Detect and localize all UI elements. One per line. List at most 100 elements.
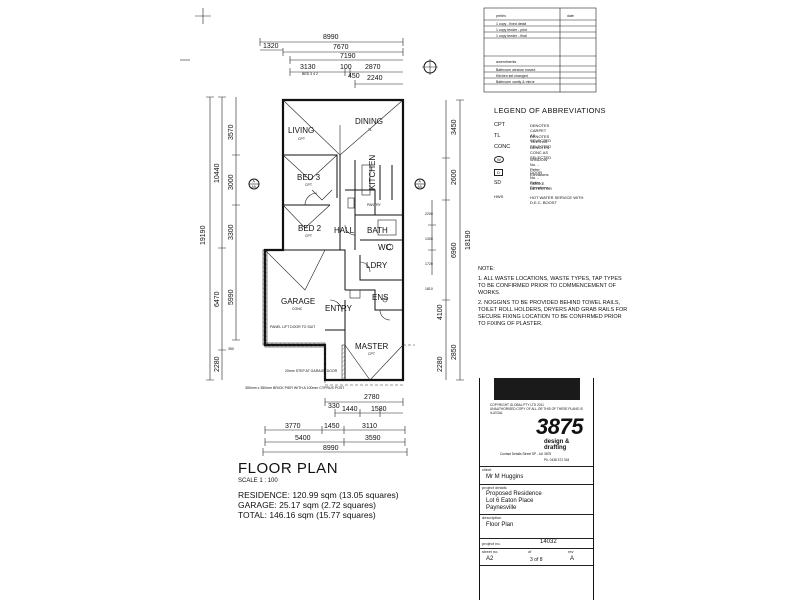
section-marker-right [414, 178, 426, 190]
dim-right-1300: 1300 [425, 237, 433, 241]
amendments-header: amendments [496, 60, 516, 64]
room-wc-label: WC [378, 243, 392, 252]
legend-value: HOT WATER SERVICE WITH D.E.C. BOOST [530, 195, 584, 205]
dim-top-3130: 3130 [300, 64, 316, 71]
copyright-notice: COPYRIGHT GLOBAL PTY LTD 2011 UNAUTHORIS… [490, 403, 593, 415]
dim-top-2240: 2240 [367, 75, 383, 82]
kitchen-fittings [347, 164, 397, 303]
project-line-3: Paynesville [486, 505, 517, 511]
firm-logo-image [494, 378, 580, 400]
section-marker-left-letter: A [253, 180, 256, 184]
copyright-line-1: COPYRIGHT GLOBAL PTY LTD 2011 [490, 403, 544, 407]
room-bed3-floor: CPT [305, 183, 313, 187]
sheet-no-value: A2 [486, 556, 494, 562]
dim-right-2280: 2280 [437, 356, 444, 372]
dim-right-6960: 6960 [451, 242, 458, 258]
dim-right-overall: 18190 [465, 230, 472, 250]
door-symbol-icon: D [494, 169, 503, 176]
legend-value: DENOTES CONC AS SELECTED [530, 145, 552, 160]
left-dimensions [206, 96, 240, 381]
legend-value: DENOTES TILES AS SELECTED [530, 134, 552, 149]
dim-bottom-1580: 1580 [371, 406, 387, 413]
room-master-floor: CPT [368, 352, 376, 356]
section-marker-left-sheet: A5 [252, 185, 256, 189]
revision-row-2: 1 copy tender - print [496, 28, 527, 32]
of-label: of [528, 549, 532, 554]
area-total: TOTAL: 146.16 sqm (15.77 squares) [238, 510, 376, 520]
project-line-1: Proposed Residence [486, 491, 542, 497]
dim-left-6470: 6470 [214, 291, 221, 307]
dim-top-7190: 7190 [340, 53, 356, 60]
smoke-detector-icon: SD [494, 180, 501, 186]
dim-right-2600: 2600 [451, 169, 458, 185]
dim-bottom-2780: 2780 [364, 394, 380, 401]
revisions-header-date: date [567, 14, 574, 18]
section-marker-right-letter: A [419, 180, 422, 184]
dim-left-3300: 3300 [228, 224, 235, 240]
firm-address: Contact Details Street SP - AU 3875 [500, 452, 552, 456]
room-bed2-floor: CPT [305, 234, 313, 238]
firm-phone: Ph. 0438 372 318 [544, 458, 570, 462]
divider [480, 538, 593, 539]
notes-heading: NOTE: [478, 266, 495, 272]
room-living-floor: CPT [298, 137, 306, 141]
revisions-header-prefix: prelim. [496, 14, 507, 18]
amendment-row-3: Bathroom vanity & mirror [496, 80, 536, 84]
garage-hatched-walls [262, 249, 346, 381]
dim-left-5990: 5990 [228, 289, 235, 305]
amendment-row-1: Bathroom window moved [496, 68, 535, 72]
room-bed3-label: BED 3 [297, 173, 321, 182]
description-label: description [482, 515, 502, 520]
section-marker-right-sheet: A5 [418, 185, 422, 189]
dim-right-4100: 4100 [437, 304, 444, 320]
dim-top-2870: 2870 [365, 64, 381, 71]
dim-right-2200: 2200 [425, 212, 433, 216]
room-bed2-label: BED 2 [298, 224, 322, 233]
revision-row-1: 1 copy - fixed detail [496, 22, 526, 26]
porch-dashed-lines [324, 344, 415, 386]
room-garage-label: GARAGE [281, 297, 315, 306]
dim-bottom-3590: 3590 [365, 435, 381, 442]
room-kitchen-label: KITCHEN [368, 155, 377, 190]
note-1: 1. ALL WASTE LOCATIONS, WASTE TYPES, TAP… [478, 276, 622, 296]
amendment-row-2: Kitchen set changed [496, 74, 528, 78]
of-value: 3 of 8 [530, 557, 543, 563]
copyright-line-2: UNAUTHORISED COPY OF ALL OR THIS OF THES… [490, 407, 583, 415]
legend-value: DOOR No. - Refer Elevations [530, 170, 549, 190]
door-swings [304, 189, 391, 321]
window-symbol-icon: W [494, 156, 504, 163]
dim-left-3570: 3570 [228, 124, 235, 140]
brick-pier-note: 350mm x 350mm BRICK PIER WITH A 100mm CY… [245, 386, 345, 390]
room-entry-label: ENTRY [325, 304, 353, 313]
revision-row-3: 1 copy tender - final [496, 34, 527, 38]
rev-label: rev [568, 549, 574, 554]
legend-title: LEGEND OF ABBREVIATIONS [494, 106, 606, 115]
dim-top-7670: 7670 [333, 44, 349, 51]
divider [480, 514, 593, 515]
dim-bottom-3770: 3770 [285, 423, 301, 430]
bottom-dimensions [262, 398, 408, 456]
section-marker-left [248, 178, 260, 190]
hot-water-icon: HWS [494, 194, 504, 199]
dim-bottom-1440: 1440 [342, 406, 358, 413]
garage-step-note: 20mm STEP AT GARAGE DOOR [285, 369, 338, 373]
revisions-table [483, 7, 597, 93]
project-no-label: project no. [482, 541, 501, 546]
room-hall-label: HALL [334, 226, 355, 235]
dim-right-1720: 1720 [425, 262, 433, 266]
project-line-2: Lot 6 Eaton Place [486, 498, 534, 504]
dim-bottom-overall: 8990 [323, 445, 339, 452]
top-dimensions [259, 38, 404, 88]
bed-stamp-label: BED 3 4 2 [302, 72, 318, 76]
firm-name: design & drafting [544, 439, 570, 451]
roof-lines [264, 99, 404, 381]
drawing-scale: SCALE 1 : 100 [238, 478, 278, 484]
notes-panel: NOTE: 1. ALL WASTE LOCATIONS, WASTE TYPE… [478, 266, 628, 331]
project-details-label: project details [482, 485, 507, 490]
description-value: Floor Plan [486, 522, 514, 528]
dim-left-350: 350 [228, 347, 234, 351]
dim-top-450: 450 [348, 73, 360, 80]
drawing-title-block: FLOOR PLAN SCALE 1 : 100 RESIDENCE: 120.… [238, 460, 399, 520]
client-name: Mr M Huggins [486, 474, 524, 480]
